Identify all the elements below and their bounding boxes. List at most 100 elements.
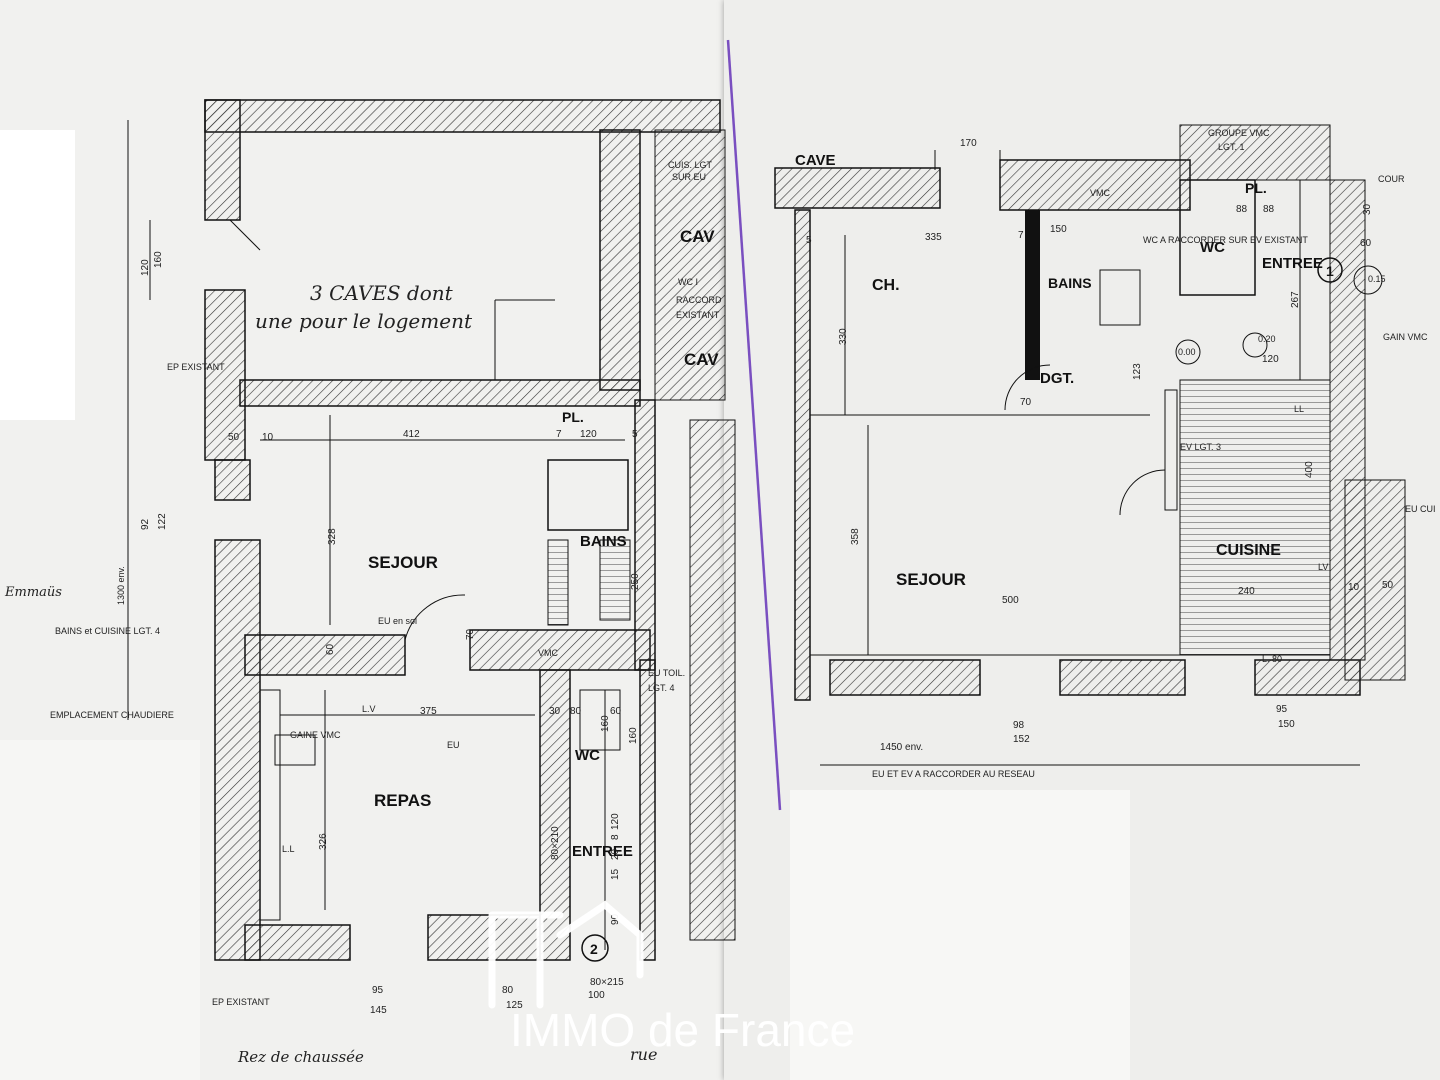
gaine-vmc-label: GAINE VMC xyxy=(290,730,341,740)
cuis-label: CUIS. LGT xyxy=(668,160,713,170)
dim-50: 50 xyxy=(1382,580,1394,591)
pl-label: PL. xyxy=(562,409,584,425)
marker-1: 1 xyxy=(1326,263,1334,279)
dim-7: 7 xyxy=(556,429,562,440)
dim-250: 250 xyxy=(630,573,641,590)
repas-label: REPAS xyxy=(374,791,431,810)
dim-92: 92 xyxy=(140,518,151,530)
door-size-label: 80×215 xyxy=(590,977,624,988)
dim-170: 170 xyxy=(960,138,977,149)
dim-400: 400 xyxy=(1304,461,1315,478)
groupe-vmc-label: GROUPE VMC xyxy=(1208,128,1270,138)
dim-240: 240 xyxy=(1238,586,1255,597)
dim-20: 20 xyxy=(610,848,621,860)
sur-eu-label: SUR EU xyxy=(672,172,706,182)
ch-label: CH. xyxy=(872,277,900,294)
dim-328: 328 xyxy=(327,528,338,545)
emmaus-label: Emmaüs xyxy=(4,585,62,600)
emplacement-label: EMPLACEMENT CHAUDIERE xyxy=(50,710,174,720)
dim-30: 30 xyxy=(549,706,561,717)
eu-toil-label: EU TOIL. xyxy=(648,668,685,678)
paper-overlap-right xyxy=(790,790,1130,1080)
wc-room-label: WC xyxy=(575,747,600,764)
bains-label: BAINS xyxy=(580,533,627,550)
dim-326: 326 xyxy=(318,833,329,850)
ev-lgt3-label: EV LGT. 3 xyxy=(1180,442,1221,452)
entree-label-right: ENTREE xyxy=(1262,255,1323,272)
entree-label: ENTREE xyxy=(572,843,633,860)
dim-95: 95 xyxy=(372,985,384,996)
dim-95-right: 95 xyxy=(1276,704,1288,715)
right-inner-lines xyxy=(810,150,1383,766)
dim-8: 8 xyxy=(610,834,621,840)
dgt-label: DGT. xyxy=(1040,370,1074,387)
dim-120b: 120 xyxy=(610,813,621,830)
caves-note-line1: 3 CAVES dont xyxy=(310,281,454,305)
wc-raccorder-label: WC A RACCORDER SUR EV EXISTANT xyxy=(1143,235,1308,245)
dim-358: 358 xyxy=(850,528,861,545)
dim-60b: 60 xyxy=(610,706,622,717)
dim-15: 15 xyxy=(610,868,621,880)
bains-cuisine-label: BAINS et CUISINE LGT. 4 xyxy=(55,626,160,636)
marker-2: 2 xyxy=(590,941,598,957)
existant-label: EXISTANT xyxy=(676,310,720,320)
bains-label-right: BAINS xyxy=(1048,275,1092,291)
env-1450-label: 1450 env. xyxy=(880,742,923,753)
dim-125: 125 xyxy=(506,1000,523,1011)
dim-80b: 80 xyxy=(570,706,582,717)
dim-335: 335 xyxy=(925,232,942,243)
dim-80: 80 xyxy=(502,985,514,996)
dim-267: 267 xyxy=(1290,291,1301,308)
dim-5: 5 xyxy=(632,429,638,440)
dim-80-210: 80×210 xyxy=(550,826,561,860)
lv-label: L.V xyxy=(362,704,376,714)
raccord-label: RACCORD xyxy=(676,295,722,305)
dim-60: 60 xyxy=(325,643,336,655)
caves-note-line2: une pour le logement xyxy=(255,309,473,333)
dim-10: 10 xyxy=(1348,582,1360,593)
dim-500: 500 xyxy=(1002,595,1019,606)
vmc-label-right: VMC xyxy=(1090,188,1111,198)
rue-label: rue xyxy=(630,1045,657,1064)
dim-160: 160 xyxy=(153,251,164,268)
eu-cui-label: EU CUI xyxy=(1405,504,1436,514)
dim-88: 88 xyxy=(1263,204,1275,215)
cuisine-label: CUISINE xyxy=(1216,542,1281,559)
right-dimensions: 170 335 150 5 7 330 358 500 240 400 267 … xyxy=(806,138,1394,745)
lgt1-label: LGT. 1 xyxy=(1218,142,1245,152)
left-inner-lines xyxy=(127,120,625,950)
sejour-label-right: SEJOUR xyxy=(896,570,966,589)
paper-overlap xyxy=(0,130,75,420)
lv-label-right: LV xyxy=(1318,562,1328,572)
eu-label: EU xyxy=(447,740,460,750)
cave-label-1: CAV xyxy=(680,227,715,246)
vmc-label: VMC xyxy=(538,648,559,658)
dim-7: 7 xyxy=(1018,230,1024,241)
left-walls xyxy=(204,99,736,961)
pl-label-right: PL. xyxy=(1245,180,1267,196)
gaine-vmc-label-right: GAIN VMC xyxy=(1383,332,1428,342)
wc-label: WC I xyxy=(678,277,698,287)
dim-145: 145 xyxy=(370,1005,387,1016)
dim-120: 120 xyxy=(1262,354,1279,365)
watermark-brand: IMMO de France xyxy=(510,1004,855,1056)
cave-label: CAVE xyxy=(795,152,836,169)
dim-120c: 120 xyxy=(140,259,151,276)
dim-375: 375 xyxy=(420,706,437,717)
wc-label-right: WC xyxy=(1200,239,1225,256)
dim-160c: 160 xyxy=(628,727,639,744)
level-000: 0.00 xyxy=(1178,347,1196,357)
dim-50: 50 xyxy=(228,432,240,443)
level-015: 0.15 xyxy=(1368,274,1386,284)
cave-label-2: CAV xyxy=(684,350,719,369)
right-walls xyxy=(774,124,1406,701)
dim-98: 98 xyxy=(1013,720,1025,731)
l80-label: L. 80 xyxy=(1262,654,1282,664)
ep-existant-top: EP EXISTANT xyxy=(167,362,225,372)
dim-70: 70 xyxy=(1020,397,1032,408)
dim-150: 150 xyxy=(1050,224,1067,235)
marker-2-circle xyxy=(581,934,609,962)
dim-150b: 150 xyxy=(1278,719,1295,730)
eu-en-sol-label: EU en sol xyxy=(378,616,417,626)
